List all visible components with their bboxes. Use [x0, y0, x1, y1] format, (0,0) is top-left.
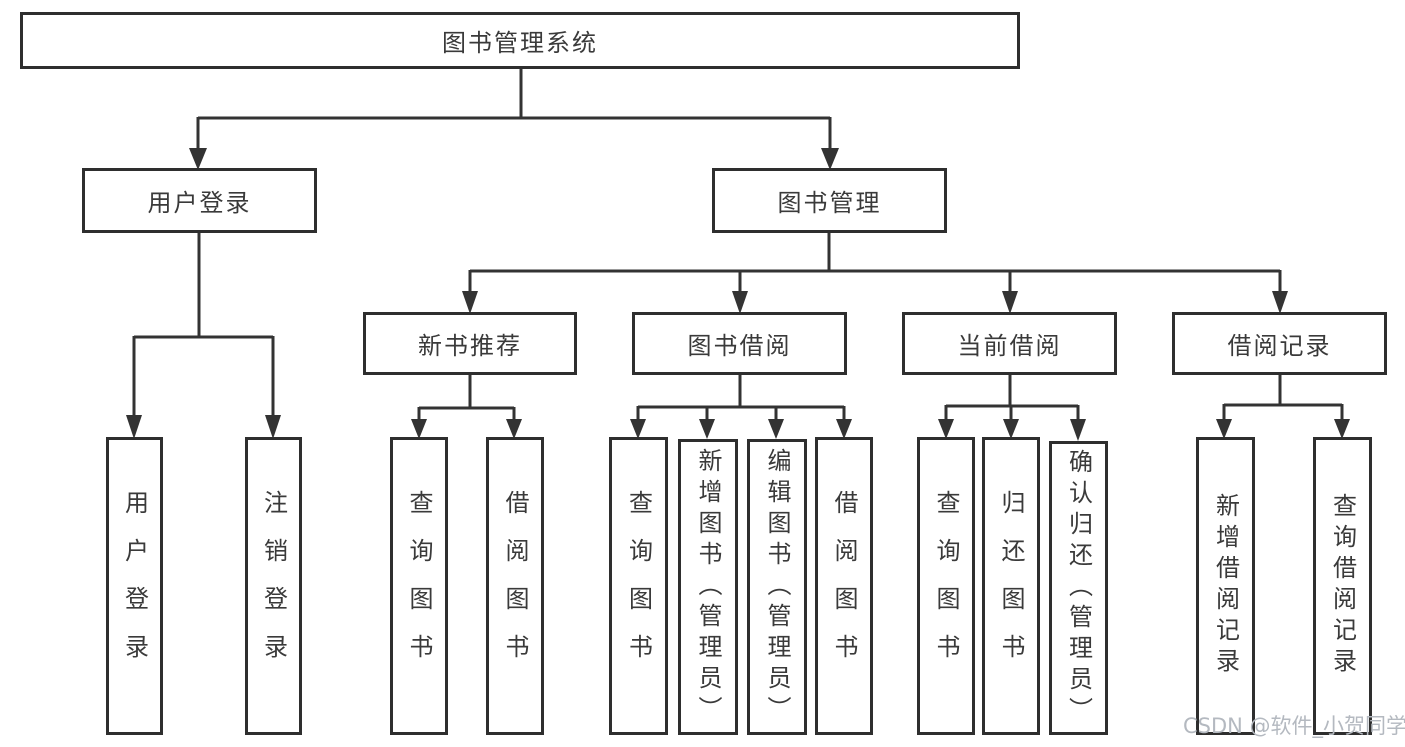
node-borrowing-records: 借阅记录 — [1172, 312, 1387, 375]
leaf-borrow-books: 借阅图书 — [486, 437, 544, 735]
node-new-book-recommendation: 新书推荐 — [363, 312, 577, 375]
leaf-add-borrow-record: 新增借阅记录 — [1196, 437, 1255, 735]
leaf-user-login: 用户登录 — [106, 437, 163, 735]
leaf-label: 新增借阅记录 — [1211, 493, 1240, 679]
node-label: 图书借阅 — [687, 332, 792, 360]
leaf-label: 借阅图书 — [830, 490, 858, 682]
node-library-management-system: 图书管理系统 — [20, 12, 1020, 69]
leaf-label: 查询图书 — [932, 490, 960, 682]
leaf-label: 查询图书 — [405, 490, 433, 682]
node-label: 用户登录 — [147, 189, 252, 217]
node-book-borrowing: 图书借阅 — [632, 312, 847, 375]
leaf-return-books: 归还图书 — [982, 437, 1040, 735]
leaf-label: 注销登录 — [259, 490, 288, 682]
csdn-watermark: CSDN @软件_小贺同学 — [1183, 714, 1405, 738]
leaf-edit-book-admin: 编辑图书（管理员） — [747, 439, 807, 735]
node-label: 借阅记录 — [1227, 332, 1332, 360]
leaf-add-book-admin: 新增图书（管理员） — [678, 439, 738, 735]
node-current-borrowing: 当前借阅 — [902, 312, 1117, 375]
leaf-label: 查询借阅记录 — [1328, 493, 1357, 679]
node-label: 图书管理系统 — [442, 29, 598, 57]
leaf-label: 查询图书 — [624, 490, 653, 682]
node-label: 图书管理 — [777, 189, 882, 217]
leaf-label: 归还图书 — [997, 490, 1025, 682]
leaf-label: 用户登录 — [120, 490, 149, 682]
leaf-query-borrow-record: 查询借阅记录 — [1313, 437, 1372, 735]
leaf-query-books: 查询图书 — [390, 437, 448, 735]
leaf-confirm-return-admin: 确认归还（管理员） — [1049, 441, 1108, 735]
leaf-logout: 注销登录 — [245, 437, 302, 735]
leaf-borrow-books: 借阅图书 — [815, 437, 873, 735]
leaf-query-books: 查询图书 — [609, 437, 668, 735]
node-book-management: 图书管理 — [712, 168, 947, 233]
node-label: 新书推荐 — [418, 332, 522, 360]
leaf-label: 借阅图书 — [501, 490, 529, 682]
node-label: 当前借阅 — [957, 332, 1062, 360]
leaf-label: 确认归还（管理员） — [1064, 448, 1093, 728]
leaf-query-books: 查询图书 — [917, 437, 975, 735]
node-user-login: 用户登录 — [82, 168, 317, 233]
leaf-label: 新增图书（管理员） — [694, 447, 722, 727]
leaf-label: 编辑图书（管理员） — [763, 447, 791, 727]
